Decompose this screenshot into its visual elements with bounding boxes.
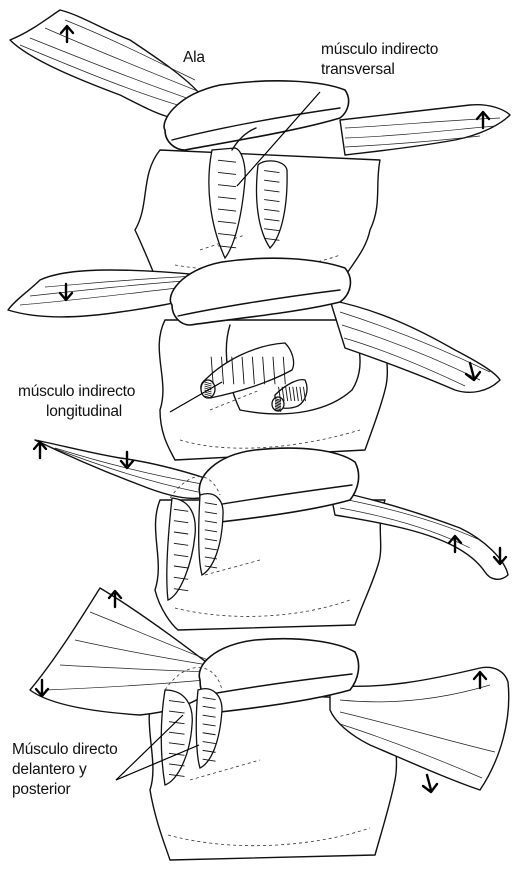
stage-1-left-wing (10, 10, 205, 120)
stage-2-downstroke-longitudinal (8, 258, 500, 460)
arrow-down-icon (423, 775, 437, 792)
stage-4-downstroke-direct (30, 588, 509, 860)
direct-muscle-label-line3: posterior (12, 780, 71, 799)
longitudinal-muscle-label-line2: longitudinal (46, 402, 122, 421)
transverse-muscle-label-line1: músculo indirecto (321, 40, 438, 59)
direct-muscle-label-line1: Músculo directo (12, 740, 118, 759)
direct-muscle-label-line2: delantero y (12, 760, 87, 779)
longitudinal-muscle-label-line1: músculo indirecto (18, 382, 135, 401)
wing-label: Ala (183, 48, 205, 67)
transverse-muscle-label-line2: transversal (321, 60, 395, 79)
